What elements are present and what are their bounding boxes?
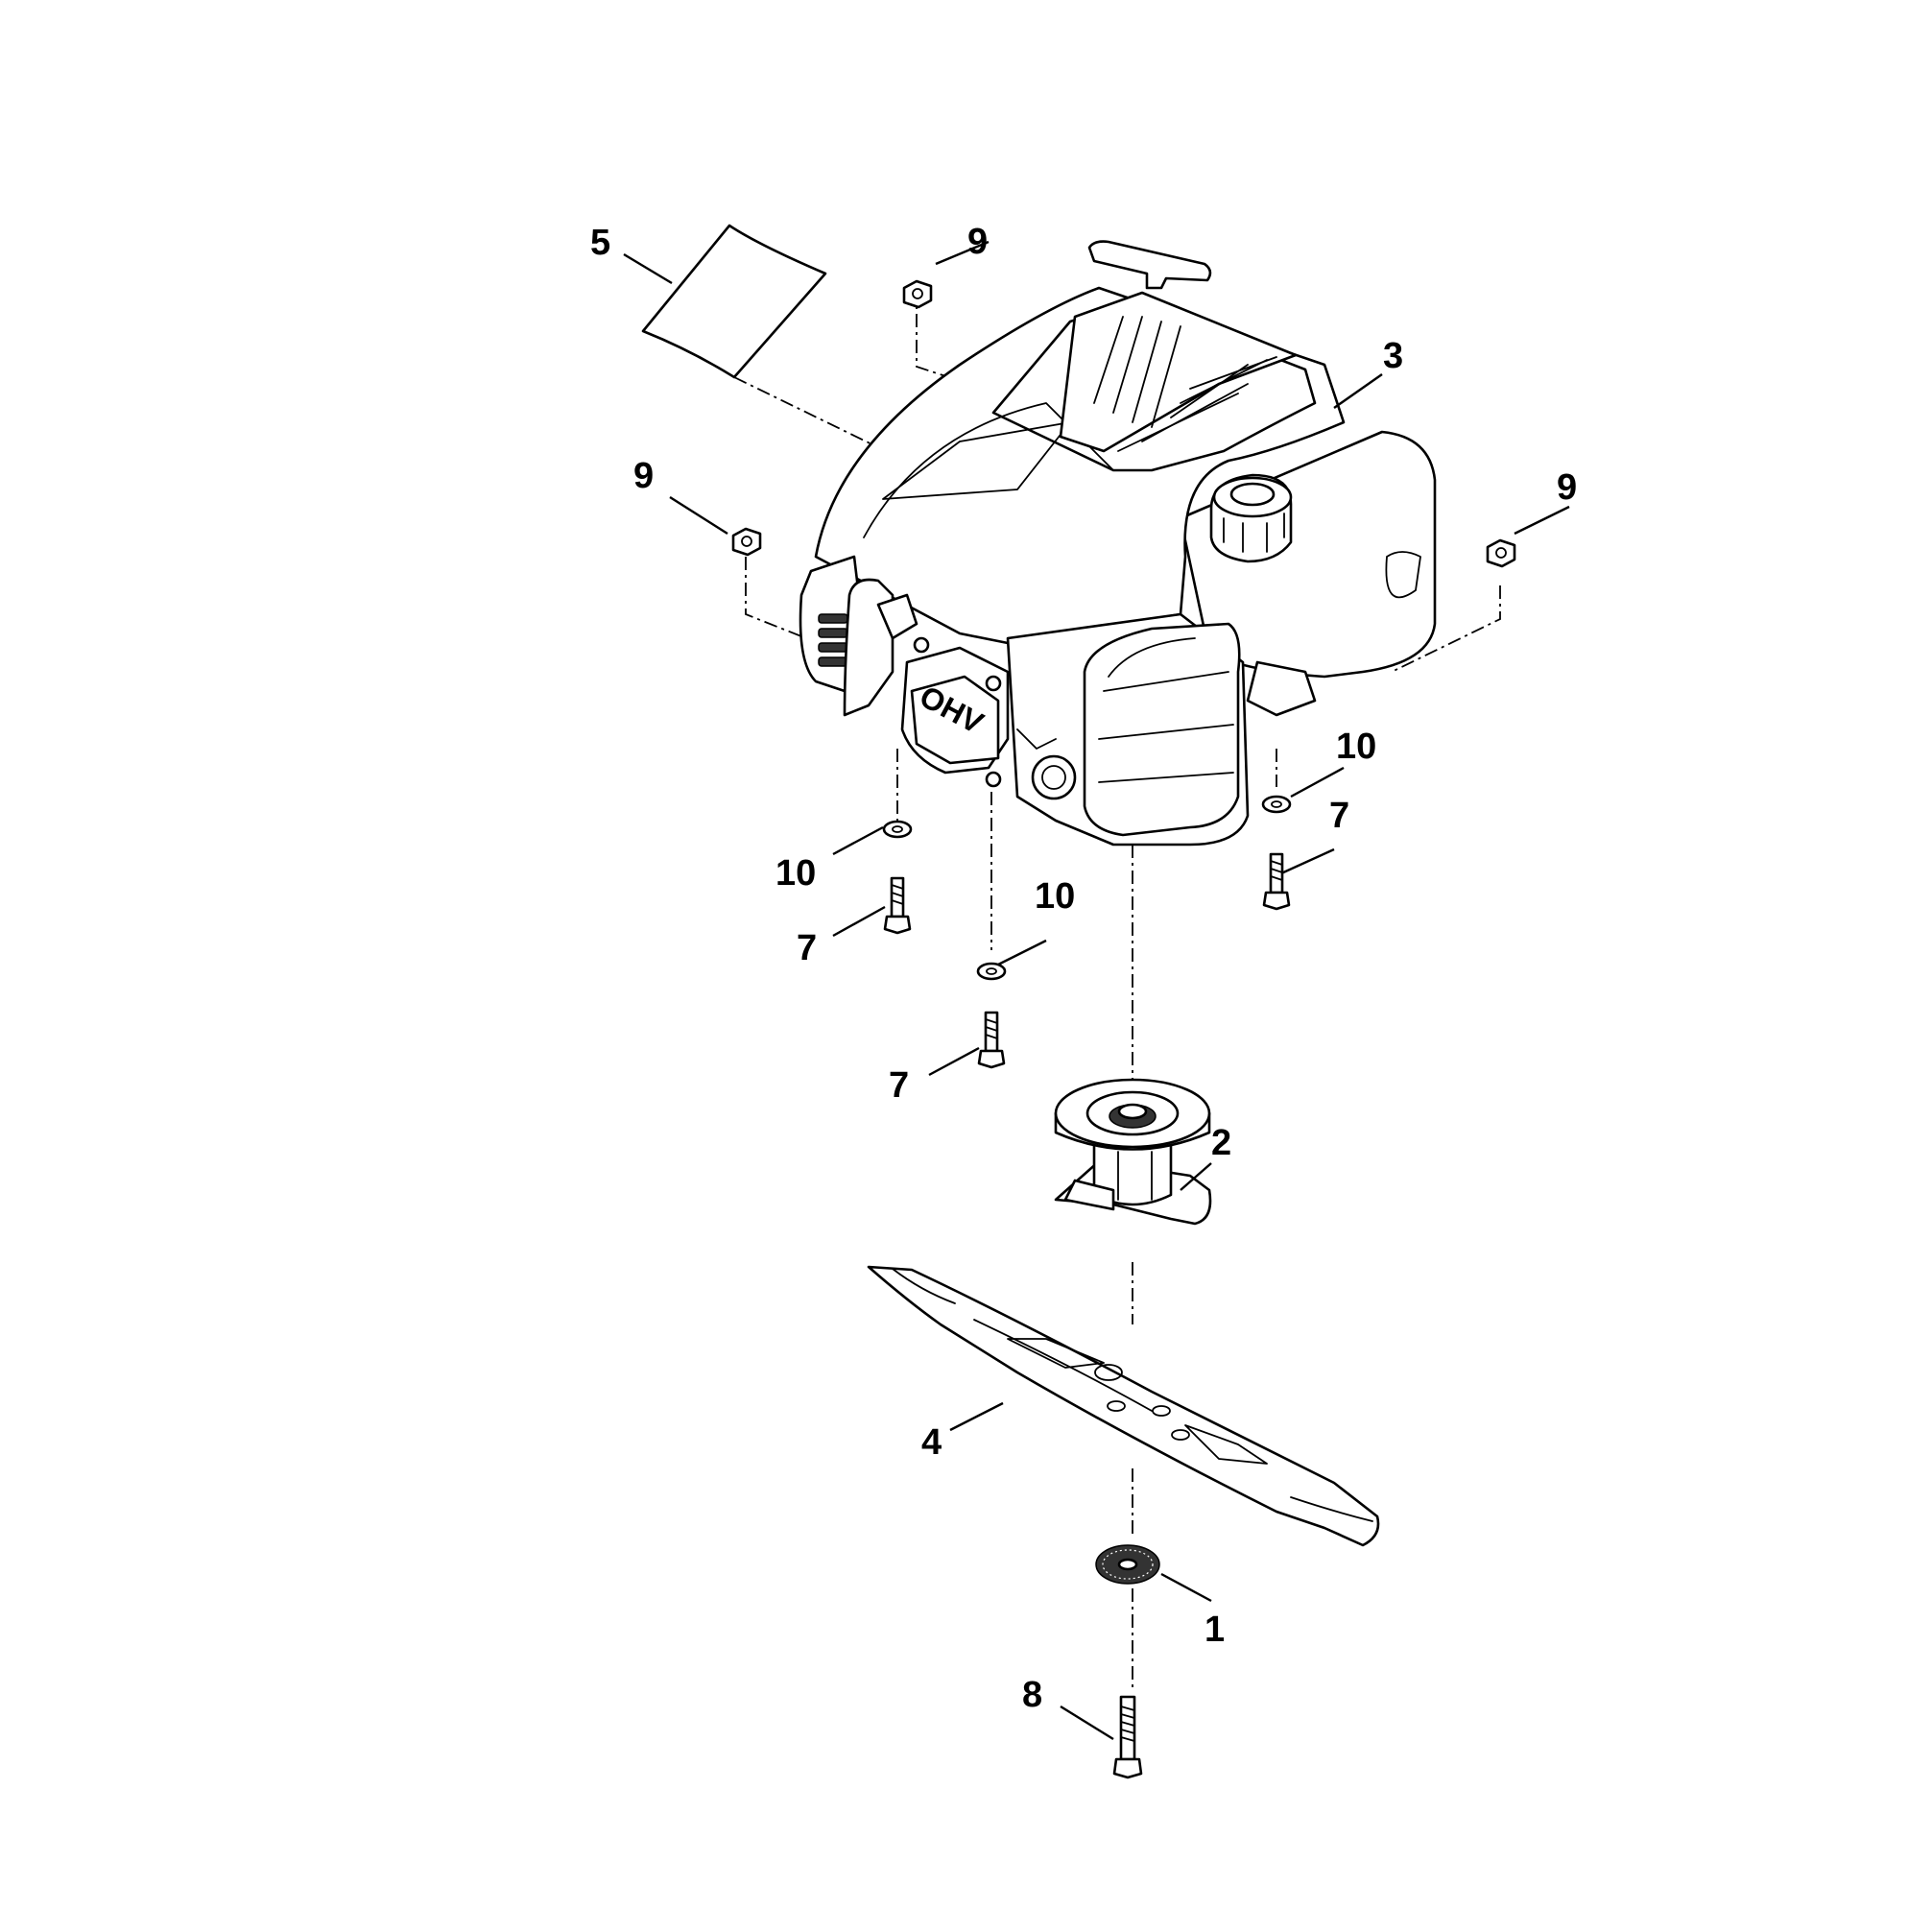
blade-bolt xyxy=(1112,1695,1143,1779)
callout-7-right: 7 xyxy=(1329,796,1349,836)
callout-7-center: 7 xyxy=(889,1065,909,1106)
washer-left xyxy=(882,820,913,839)
air-filter-housing xyxy=(1083,622,1241,837)
hex-nut-left xyxy=(731,527,762,557)
cutting-blade xyxy=(867,1265,1380,1547)
callout-labels: 1 2 3 4 5 7 7 7 8 9 9 9 10 10 10 xyxy=(590,222,1577,1715)
bolt-right xyxy=(1262,852,1291,911)
callout-1: 1 xyxy=(1205,1610,1225,1650)
callout-10-center: 10 xyxy=(1035,876,1075,917)
bolt-center xyxy=(977,1011,1006,1069)
bolt-left xyxy=(883,876,912,935)
callout-5: 5 xyxy=(590,223,610,263)
callout-4: 4 xyxy=(921,1422,942,1463)
callout-2: 2 xyxy=(1211,1123,1231,1163)
callout-9-top: 9 xyxy=(967,222,988,262)
blade-adapter xyxy=(1054,1078,1212,1226)
label-sticker xyxy=(641,224,827,379)
leader-lines xyxy=(623,240,1570,1741)
valve-cover: OHV xyxy=(900,636,1010,788)
callout-9-left: 9 xyxy=(633,456,654,496)
starter-handle xyxy=(1087,240,1212,290)
cooling-grille xyxy=(1059,291,1298,453)
callout-3: 3 xyxy=(1383,336,1403,376)
hex-nut-right xyxy=(1486,538,1516,568)
washer-right xyxy=(1261,795,1292,814)
callout-10-right: 10 xyxy=(1336,727,1376,767)
engine: OHV xyxy=(799,240,1437,847)
fuel-cap xyxy=(1209,473,1293,563)
muffler-vents xyxy=(818,613,848,667)
callout-7-left: 7 xyxy=(797,928,817,968)
callout-9-right: 9 xyxy=(1557,467,1577,508)
serrated-washer xyxy=(1095,1544,1160,1585)
callout-8: 8 xyxy=(1022,1675,1042,1715)
callout-10-left: 10 xyxy=(775,853,816,894)
washer-center xyxy=(976,962,1007,981)
hex-nut-top xyxy=(902,279,933,309)
